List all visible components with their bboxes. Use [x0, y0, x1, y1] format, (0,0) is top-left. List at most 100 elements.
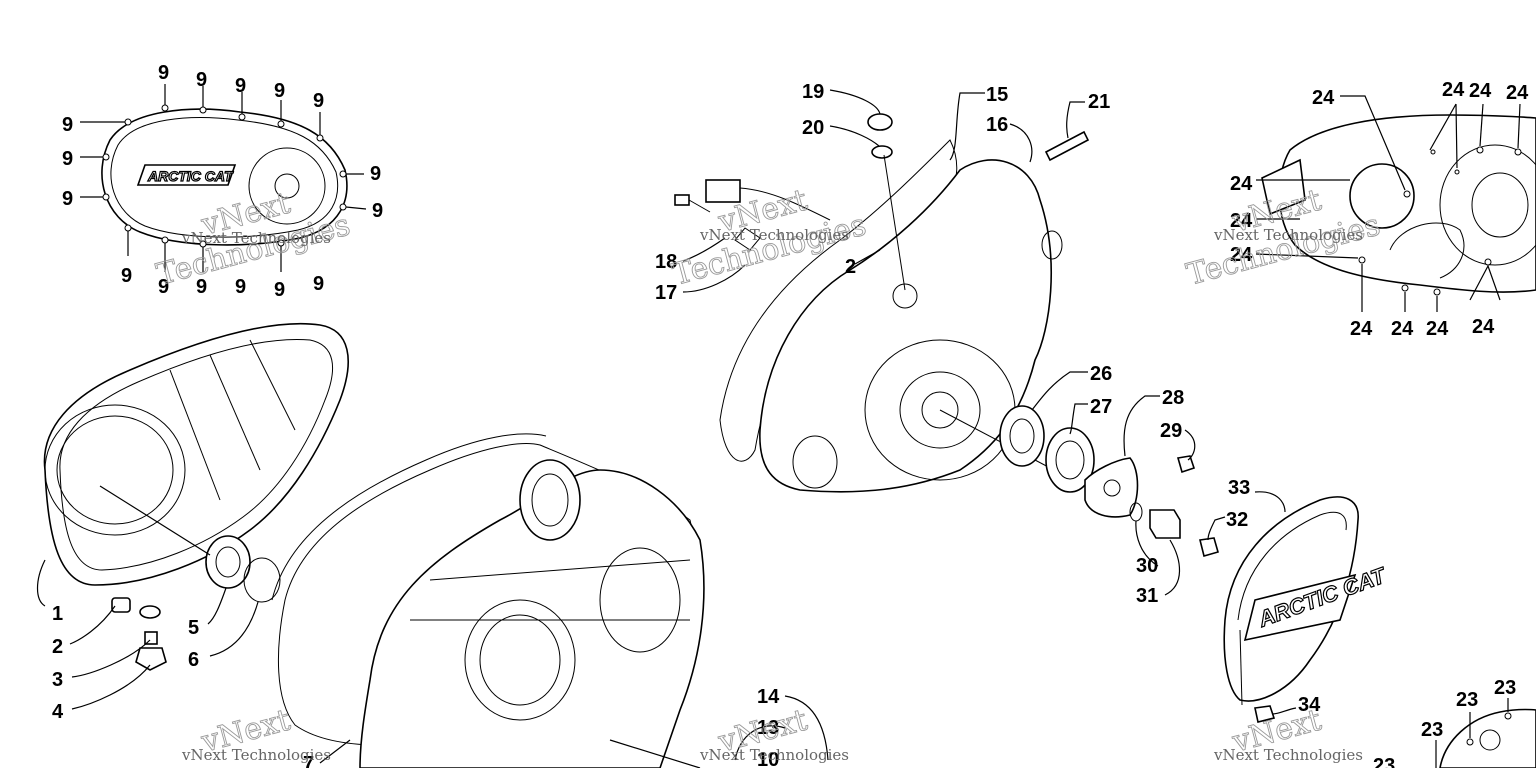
callout-19: 19 [802, 81, 824, 103]
callout-23: 23 [1421, 719, 1443, 741]
callout-2: 2 [845, 256, 856, 278]
callout-2: 2 [52, 636, 63, 658]
plate-21 [1044, 130, 1090, 162]
leaders-left [36, 559, 259, 710]
plug-19-washer-20 [867, 113, 893, 159]
svg-text:vNext Technologies: vNext Technologies [699, 746, 849, 764]
leaders-bottom [319, 695, 829, 768]
callout-24: 24 [1506, 82, 1529, 104]
watermark-5: vNext vNext Technologies [699, 702, 849, 764]
callout-14: 14 [757, 686, 780, 708]
callout-18: 18 [655, 251, 677, 273]
seal-27 [1045, 427, 1095, 493]
callout-24: 24 [1472, 316, 1495, 338]
inner-clutch-cover [43, 322, 349, 586]
callout-9: 9 [158, 276, 169, 298]
callouts-9: 9 9 9 9 9 9 9 9 9 9 9 9 9 9 9 9 [62, 62, 383, 301]
snap-ring-6 [243, 557, 281, 603]
small-parts-2-3-4 [111, 597, 167, 671]
callout-9: 9 [235, 75, 246, 97]
callout-9: 9 [274, 279, 285, 301]
callout-30: 30 [1136, 555, 1158, 577]
bearing-26 [999, 405, 1045, 467]
callout-9: 9 [62, 148, 73, 170]
watermark-6: vNext vNext Technologies [1213, 702, 1363, 764]
outer-cover-24 [1261, 114, 1536, 293]
leaders-stack [1031, 371, 1226, 596]
svg-text:vNext Technologies: vNext Technologies [181, 746, 331, 764]
callout-23: 23 [1456, 689, 1478, 711]
axis-line [99, 485, 211, 556]
callout-26: 26 [1090, 363, 1112, 385]
callout-34: 34 [1298, 694, 1321, 716]
callout-21: 21 [1088, 91, 1110, 113]
callout-32: 32 [1226, 509, 1248, 531]
callout-9: 9 [235, 276, 246, 298]
callout-7: 7 [303, 753, 314, 768]
callout-9: 9 [274, 80, 285, 102]
callout-1: 1 [52, 603, 63, 625]
svg-text:vNext Technologies: vNext Technologies [699, 226, 849, 244]
callout-28: 28 [1162, 387, 1184, 409]
callout-24: 24 [1442, 79, 1465, 101]
callout-23: 23 [1494, 677, 1516, 699]
callout-16: 16 [986, 114, 1008, 136]
callout-17: 17 [655, 282, 677, 304]
callout-24: 24 [1230, 244, 1253, 266]
callout-33: 33 [1228, 477, 1250, 499]
callout-29: 29 [1160, 420, 1182, 442]
crankcase-half [359, 459, 705, 768]
leaders-9 [80, 84, 367, 272]
clutch-cover-outer: ARCTIC CAT [101, 108, 348, 246]
leaders-center [682, 89, 1085, 293]
svg-text:vNext Technologies: vNext Technologies [1213, 746, 1363, 764]
svg-text:vNext Technologies: vNext Technologies [1213, 226, 1363, 244]
sensor-17-18 [674, 179, 831, 251]
nut-32 [1199, 537, 1219, 557]
part-23 [1439, 708, 1536, 768]
callout-5: 5 [188, 617, 199, 639]
brand-logo-small: ARCTIC CAT [147, 168, 234, 184]
callout-10: 10 [757, 749, 779, 768]
callout-24: 24 [1391, 318, 1414, 340]
plate-28-bolt-29 [1084, 455, 1196, 518]
leaders-right [1254, 491, 1297, 715]
svg-text:vNext Technologies: vNext Technologies [181, 229, 331, 247]
ring-30-spacer-31 [1129, 502, 1181, 539]
callout-9: 9 [313, 90, 324, 112]
callout-9: 9 [196, 276, 207, 298]
callout-9: 9 [372, 200, 383, 222]
bolt-9-markers [102, 104, 347, 248]
callout-9: 9 [62, 188, 73, 210]
callout-9: 9 [196, 69, 207, 91]
callout-13: 13 [757, 717, 779, 739]
cover-33: ARCTIC CAT [1223, 496, 1391, 702]
callout-9: 9 [158, 62, 169, 84]
callout-4: 4 [52, 701, 64, 723]
callout-15: 15 [986, 84, 1008, 106]
leaders-23 [1435, 698, 1509, 768]
callout-9: 9 [313, 273, 324, 295]
callout-24: 24 [1469, 80, 1492, 102]
plug-24-markers [1358, 146, 1522, 296]
watermark-4: vNext vNext Technologies [181, 702, 331, 764]
bolt-34 [1239, 629, 1276, 723]
callout-24: 24 [1230, 210, 1253, 232]
callout-23: 23 [1373, 755, 1395, 768]
callout-9: 9 [62, 114, 73, 136]
callout-24: 24 [1230, 173, 1253, 195]
callout-9: 9 [370, 163, 381, 185]
callout-6: 6 [188, 649, 199, 671]
callout-24: 24 [1312, 87, 1335, 109]
axis-line [883, 154, 906, 291]
callout-9: 9 [121, 265, 132, 287]
callout-31: 31 [1136, 585, 1158, 607]
callout-24: 24 [1426, 318, 1449, 340]
callout-24: 24 [1350, 318, 1373, 340]
bearing-5 [205, 535, 251, 589]
callout-27: 27 [1090, 396, 1112, 418]
callout-3: 3 [52, 669, 63, 691]
callout-20: 20 [802, 117, 824, 139]
leaders-24 [1255, 95, 1521, 312]
